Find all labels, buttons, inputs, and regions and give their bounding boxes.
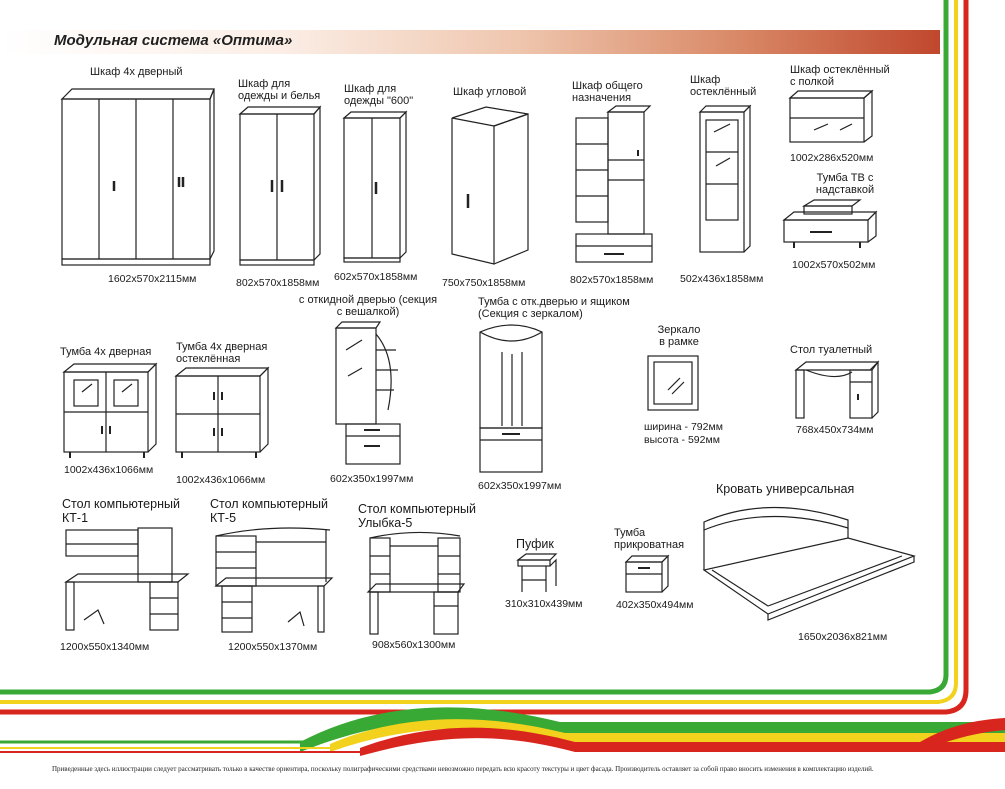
- item-dims: 1650x2036x821мм: [798, 631, 888, 643]
- item-label: Пуфик: [516, 537, 554, 551]
- mirror-frame-drawing: [647, 355, 699, 411]
- wardrobe-clothes-600-drawing: [342, 110, 408, 263]
- item-dims: 402x350x494мм: [616, 599, 694, 611]
- item-label: Шкаф остеклённый: [690, 74, 757, 98]
- wardrobe-4door-drawing: [60, 88, 215, 266]
- footer-disclaimer: Приведенные здесь иллюстрации следует ра…: [52, 765, 874, 773]
- item-label: Стол компьютерный КТ-5: [210, 497, 328, 525]
- hall-folding-door-drawing: [334, 321, 401, 465]
- bedside-table-drawing: [624, 554, 670, 593]
- item-label: Зеркало в рамке: [657, 324, 701, 348]
- item-dims: ширина - 792мм высота - 592мм: [644, 421, 723, 446]
- wardrobe-clothes-linen-drawing: [238, 105, 322, 266]
- hall-stand-mirror-drawing: [479, 324, 543, 473]
- computer-desk-smile5-drawing: [366, 531, 466, 635]
- item-dims: 1002x436x1066мм: [176, 474, 266, 486]
- item-dims: 1002x570x502мм: [792, 259, 876, 271]
- header-bar: Модульная система «Оптима»: [0, 30, 940, 54]
- item-dims: 750x750x1858мм: [442, 277, 526, 289]
- cabinet-glazed-shelf-drawing: [788, 89, 874, 143]
- tv-stand-drawing: [782, 199, 878, 248]
- item-dims: 768x450x734мм: [796, 424, 874, 436]
- cabinet-glazed-drawing: [698, 104, 752, 253]
- item-label: Стол компьютерный Улыбка-5: [358, 502, 476, 530]
- item-label: Стол туалетный: [790, 344, 873, 356]
- computer-desk-kt5-drawing: [214, 527, 334, 633]
- dressing-table-drawing: [794, 360, 880, 419]
- cabinet-4door-drawing: [62, 362, 158, 458]
- item-dims: 602x350x1997мм: [478, 480, 562, 492]
- item-label: Тумба ТВ с надставкой: [815, 172, 875, 196]
- item-label: Шкаф общего назначения: [572, 80, 643, 104]
- item-label: Тумба 4х дверная: [60, 346, 152, 358]
- item-label: Шкаф 4х дверный: [90, 66, 183, 78]
- bed-universal-drawing: [702, 506, 916, 621]
- item-dims: 1200x550x1340мм: [60, 641, 150, 653]
- item-label: Тумба прикроватная: [614, 527, 685, 551]
- item-dims: 310x310x439мм: [505, 598, 583, 610]
- item-label: Шкаф остеклённый с полкой: [790, 64, 890, 88]
- item-label: Шкаф для одежды "600": [344, 83, 414, 107]
- item-label: Тумба с отк.дверью и ящиком (Секция с зе…: [478, 296, 630, 320]
- computer-desk-kt1-drawing: [64, 527, 190, 631]
- item-dims: 908x560x1300мм: [372, 639, 456, 651]
- item-dims: 1200x550x1370мм: [228, 641, 318, 653]
- page-title: Модульная система «Оптима»: [54, 32, 293, 49]
- cabinet-4door-glazed-drawing: [174, 366, 270, 458]
- item-dims: 802x570x1858мм: [570, 274, 654, 286]
- item-dims: 1602x570x2115мм: [108, 273, 197, 285]
- item-dims: 602x570x1858мм: [334, 271, 418, 283]
- item-label: Стол компьютерный КТ-1: [62, 497, 180, 525]
- item-dims: 602x350x1997мм: [330, 473, 414, 485]
- item-label: Кровать универсальная: [716, 482, 855, 496]
- item-label: Шкаф угловой: [453, 86, 527, 98]
- item-dims: 1002x286x520мм: [790, 152, 874, 164]
- item-label: Тумба 4х дверная остеклённая: [176, 341, 268, 365]
- wardrobe-general-drawing: [575, 105, 653, 263]
- item-dims: 802x570x1858мм: [236, 277, 320, 289]
- item-dims: 502x436x1858мм: [680, 273, 764, 285]
- pouf-drawing: [516, 553, 558, 592]
- item-label: Шкаф для одежды и белья: [238, 78, 321, 102]
- wardrobe-corner-drawing: [451, 106, 529, 265]
- item-label: с откидной дверью (секция с вешалкой): [298, 294, 438, 318]
- item-dims: 1002x436x1066мм: [64, 464, 154, 476]
